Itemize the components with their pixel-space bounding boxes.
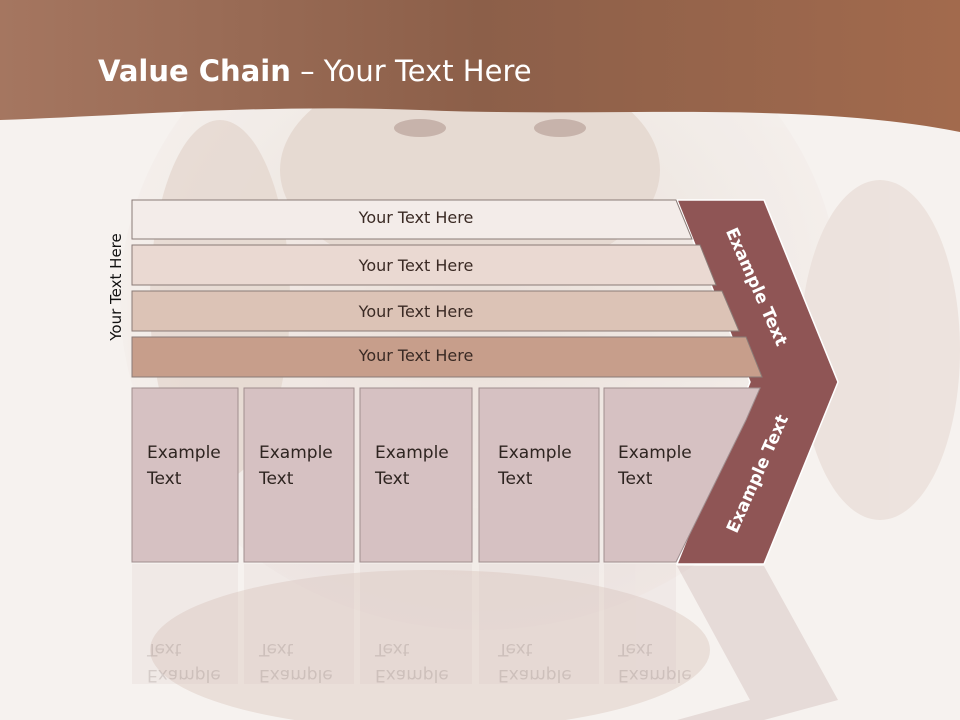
box-4 [478, 387, 600, 563]
box-1-line1: Example [147, 443, 221, 463]
chevron-reflection [677, 566, 838, 720]
box-4-line1: Example [498, 443, 572, 463]
box-5-line2: Text [618, 469, 653, 489]
box-3-line2: Text [375, 469, 410, 489]
bars [131, 199, 763, 378]
box-2-line2: Text [259, 469, 294, 489]
bar-label-4: Your Text Here [358, 346, 474, 365]
box-2 [243, 387, 355, 563]
box-4-line2: Text [498, 469, 533, 489]
box-1 [131, 387, 239, 563]
box-3-line1: Example [375, 443, 449, 463]
bar-1 [131, 199, 693, 240]
title-rest: – Your Text Here [290, 54, 532, 88]
bar-label-2: Your Text Here [358, 256, 474, 275]
bar-4 [131, 336, 763, 378]
box-5 [603, 387, 761, 563]
bar-label-1: Your Text Here [358, 208, 474, 227]
header-band [0, 0, 960, 132]
title-bold: Value Chain [98, 54, 291, 88]
box-3 [359, 387, 473, 563]
bar-3 [131, 290, 740, 332]
bar-label-3: Your Text Here [358, 302, 474, 321]
bar-2 [131, 244, 717, 286]
side-label: Your Text Here [107, 233, 125, 341]
boxes [131, 387, 761, 563]
box-2-line1: Example [259, 443, 333, 463]
box-5-line1: Example [618, 443, 692, 463]
page-title: Value Chain – Your Text Here [98, 54, 532, 88]
box-1-line2: Text [147, 469, 182, 489]
box-reflections [132, 564, 676, 684]
